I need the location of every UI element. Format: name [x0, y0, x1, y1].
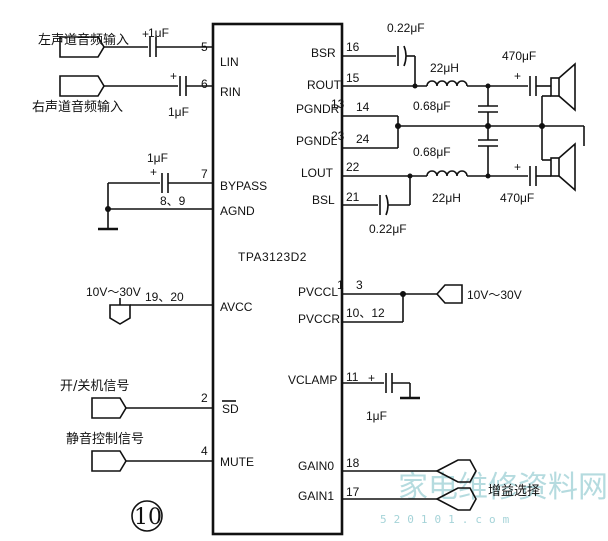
svg-text:+: +: [150, 165, 157, 179]
pin-avcc-number: 19、20: [145, 290, 184, 304]
c-l-out-value: 470μF: [500, 191, 534, 205]
svg-text:+: +: [368, 371, 375, 385]
right-audio-connector: [59, 75, 105, 97]
speaker-right-cone: [558, 62, 576, 112]
pin-pgndl-name: PGNDL: [296, 134, 338, 148]
mute-label: 静音控制信号: [66, 431, 144, 447]
c-vclamp-value: 1μF: [366, 409, 387, 423]
pin-bypass-name: BYPASS: [220, 179, 267, 193]
c-bsr-plate2: [403, 45, 407, 67]
speaker-right-body: [550, 77, 560, 97]
pin-rout-name: ROUT: [307, 78, 342, 92]
c-rin-value: 1μF: [168, 105, 189, 119]
c-r-filter-value: 0.68μF: [413, 99, 451, 113]
pin-gain0-number: 18: [346, 456, 360, 470]
pin-bsl-number: 21: [346, 190, 360, 204]
pin-gain0-name: GAIN0: [298, 459, 334, 473]
pin-rout-number: 15: [346, 71, 360, 85]
inductor-right: [426, 80, 468, 87]
pin-sd-name: SD: [222, 402, 239, 416]
pin-24-number: 24: [356, 132, 370, 146]
pin-mute-number: 4: [201, 444, 208, 458]
power-right-connector: [435, 284, 463, 304]
pin-pgndr-number: 13: [331, 97, 345, 111]
gain1-connector: [435, 487, 477, 511]
on-off-connector: [91, 397, 127, 419]
pin-pgndr-name: PGNDR: [296, 102, 340, 116]
pin-pgndl-number: 23: [331, 129, 345, 143]
pin-sd-number: 2: [201, 391, 208, 405]
c-bypass-value: 1μF: [147, 151, 168, 165]
l-l-value: 22μH: [432, 191, 461, 205]
c-bsl-value: 0.22μF: [369, 222, 407, 236]
pin-vclamp-name: VCLAMP: [288, 373, 337, 387]
mute-connector: [91, 450, 127, 472]
pin-agnd-name: AGND: [220, 204, 255, 218]
left-audio-connector: [59, 36, 105, 58]
gain-select-label: 增益选择: [488, 484, 540, 499]
pin-lout-name: LOUT: [301, 166, 334, 180]
svg-text:+: +: [170, 69, 177, 83]
gain0-connector: [435, 459, 477, 483]
pin-lin-name: LIN: [220, 55, 239, 69]
l-r-value: 22μH: [430, 61, 459, 75]
speaker-left-body: [550, 157, 560, 177]
pin-lout-number: 22: [346, 160, 360, 174]
ic-body: [211, 22, 344, 536]
pin-agnd-number: 8、9: [160, 194, 186, 208]
figure-number: 10: [134, 505, 162, 530]
svg-text:+: +: [142, 27, 149, 41]
power-left-connector: [109, 304, 131, 325]
figure-number-circle: [131, 500, 163, 532]
c-lin-value: 1μF: [148, 26, 169, 40]
agnd-junction: [105, 206, 111, 212]
c-r-out-value: 470μF: [502, 49, 536, 63]
c-l-filter-value: 0.68μF: [413, 145, 451, 159]
right-audio-label: 右声道音频输入: [32, 99, 123, 115]
pin-3-number: 3: [356, 278, 363, 292]
watermark-url: 520101.com: [380, 513, 516, 526]
pin-bsr-number: 16: [346, 40, 360, 54]
svg-text:+: +: [514, 69, 521, 83]
pin-gain1-name: GAIN1: [298, 489, 334, 503]
ic-name: TPA3123D2: [238, 250, 307, 264]
pin-pvccl-name: PVCCL: [298, 285, 338, 299]
c-bsl-plate2: [385, 194, 389, 216]
pin-bsr-name: BSR: [311, 46, 336, 60]
power-left-label: 10V～30V: [86, 285, 141, 299]
pin-rin-number: 6: [201, 77, 208, 91]
pin-bypass-number: 7: [201, 167, 208, 181]
pin-vclamp-number: 11: [346, 370, 359, 384]
pin-14-number: 14: [356, 100, 370, 114]
pin-bsl-name: BSL: [312, 193, 335, 207]
power-right-label: 10V～30V: [467, 288, 522, 302]
c-bsr-value: 0.22μF: [387, 21, 425, 35]
left-audio-label: 左声道音频输入: [38, 32, 129, 48]
on-off-label: 开/关机信号: [60, 379, 129, 394]
pin-avcc-name: AVCC: [220, 300, 253, 314]
svg-text:+: +: [514, 160, 521, 174]
pin-gain1-number: 17: [346, 485, 360, 499]
speaker-left-cone: [558, 142, 576, 192]
pin-pvccr-name: PVCCR: [298, 312, 340, 326]
inductor-left: [426, 170, 468, 177]
pin-rin-name: RIN: [220, 85, 241, 99]
pin-pvccl-number: 1: [337, 278, 344, 292]
pin-lin-number: 5: [201, 40, 208, 54]
pin-pvccr-number: 10、12: [346, 306, 385, 320]
pin-mute-name: MUTE: [220, 455, 254, 469]
